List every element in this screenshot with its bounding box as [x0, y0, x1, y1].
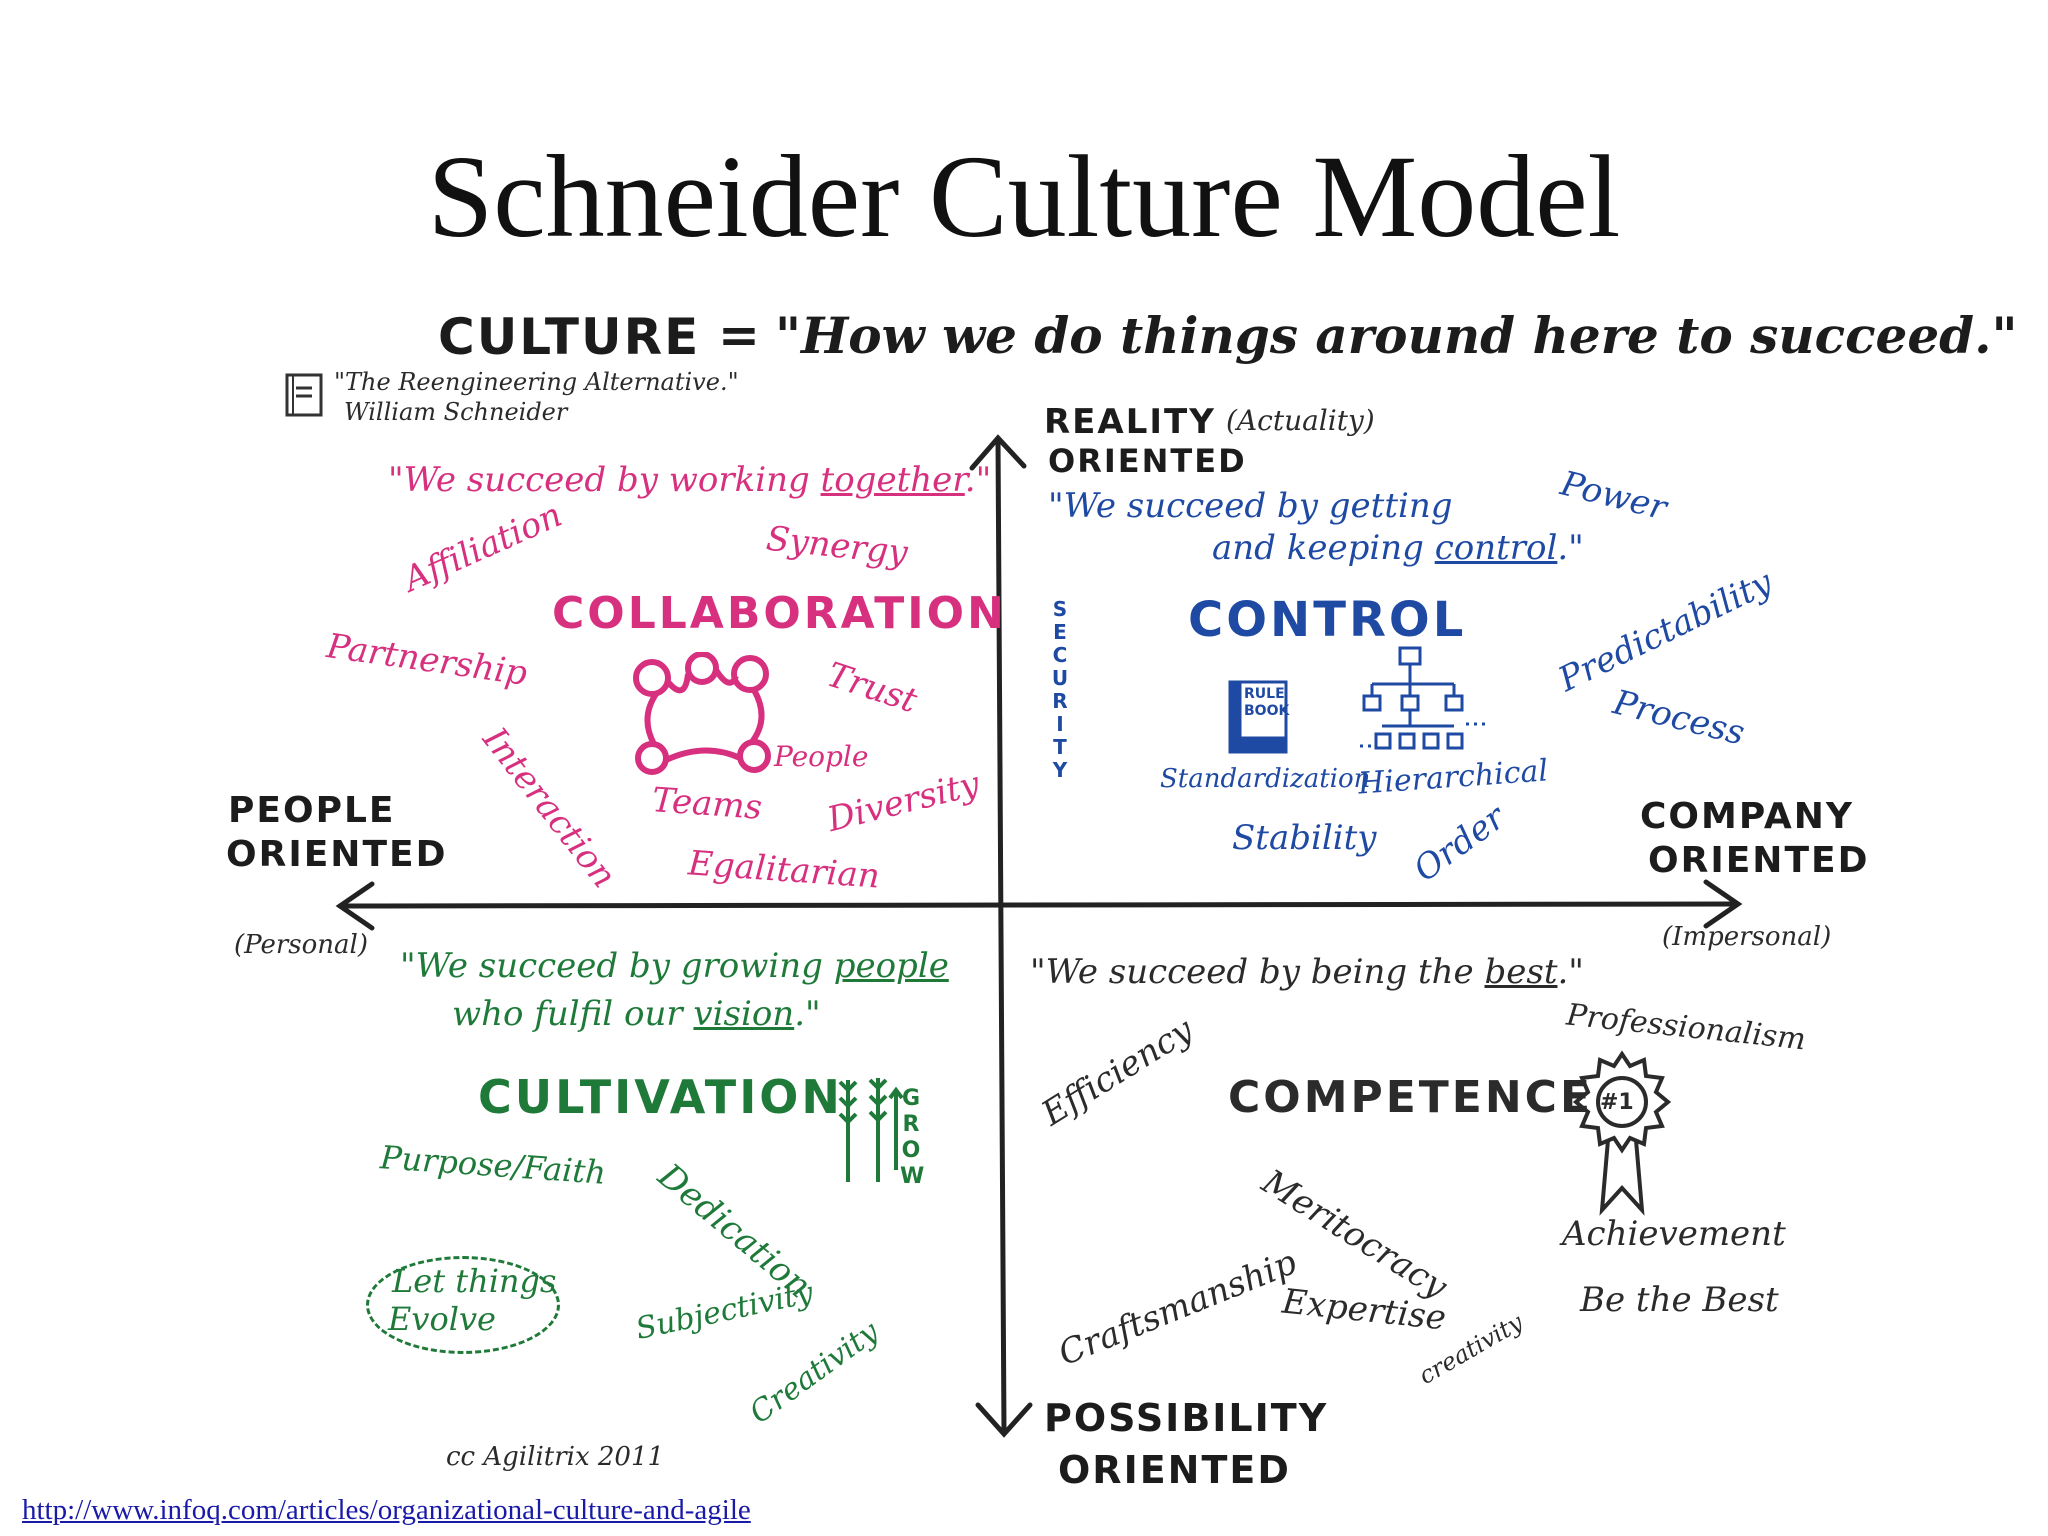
word-achievement: Achievement	[1562, 1214, 1786, 1254]
cultivation-quote-line-2: who fulfil our vision."	[452, 994, 821, 1034]
wheat-icon	[834, 1070, 904, 1190]
award-badge-label: #1	[1600, 1090, 1634, 1115]
award-ribbon-icon	[1572, 1050, 1672, 1224]
axis-top-label-2: ORIENTED	[1048, 442, 1247, 480]
axis-left-label-2: ORIENTED	[226, 834, 448, 875]
competence-title: COMPETENCE	[1228, 1072, 1594, 1123]
axis-top-note: (Actuality)	[1226, 404, 1375, 437]
word-stability: Stability	[1232, 818, 1377, 858]
control-quote-line-1: "We succeed by getting	[1048, 486, 1453, 526]
rule-book-icon	[1226, 676, 1322, 762]
source-title: "The Reengineering Alternative."	[334, 368, 739, 396]
cultivation-title: CULTIVATION	[478, 1070, 843, 1124]
rule-book-label: RULE BOOK	[1244, 686, 1290, 719]
let-things-evolve-outline	[366, 1256, 560, 1354]
word-be-the-best: Be the Best	[1580, 1280, 1779, 1320]
grow-label: GROW	[900, 1086, 925, 1189]
axis-top-label-1: REALITY	[1044, 402, 1216, 442]
book-icon	[284, 372, 326, 422]
axis-left-note: (Personal)	[234, 930, 368, 960]
control-quote-line-2: and keeping control."	[1212, 528, 1584, 568]
source-link[interactable]: http://www.infoq.com/articles/organizati…	[22, 1494, 751, 1526]
security-label: SECURITY	[1051, 597, 1069, 782]
equals-sign: =	[718, 306, 762, 364]
axis-right-label-2: ORIENTED	[1648, 840, 1870, 881]
team-cluster-icon	[630, 651, 780, 782]
axis-bottom-label-1: POSSIBILITY	[1044, 1396, 1329, 1440]
horizontal-axis	[335, 879, 1743, 931]
vertical-axis	[969, 434, 1033, 1438]
cultivation-quote-line-1: "We succeed by growing people	[400, 946, 949, 986]
slide-title: Schneider Culture Model	[427, 131, 1621, 262]
culture-definition: "How we do things around here to succeed…	[775, 306, 2018, 365]
axis-right-note: (Impersonal)	[1662, 922, 1832, 952]
competence-quote: "We succeed by being the best."	[1030, 952, 1584, 992]
collaboration-title: COLLABORATION	[552, 588, 1007, 639]
collaboration-quote: "We succeed by working together."	[388, 460, 992, 500]
source-author: William Schneider	[344, 398, 568, 426]
word-standardization: Standardization	[1160, 764, 1371, 794]
axis-bottom-label-2: ORIENTED	[1058, 1448, 1291, 1492]
axis-right-label-1: COMPANY	[1640, 796, 1854, 837]
word-people: People	[774, 740, 869, 773]
credit: cc Agilitrix 2011	[446, 1442, 665, 1472]
axis-left-label-1: PEOPLE	[228, 790, 396, 831]
control-title: CONTROL	[1188, 592, 1467, 648]
hierarchy-chart-icon	[1358, 644, 1488, 764]
culture-term: CULTURE	[438, 308, 701, 366]
word-teams: Teams	[650, 780, 764, 828]
